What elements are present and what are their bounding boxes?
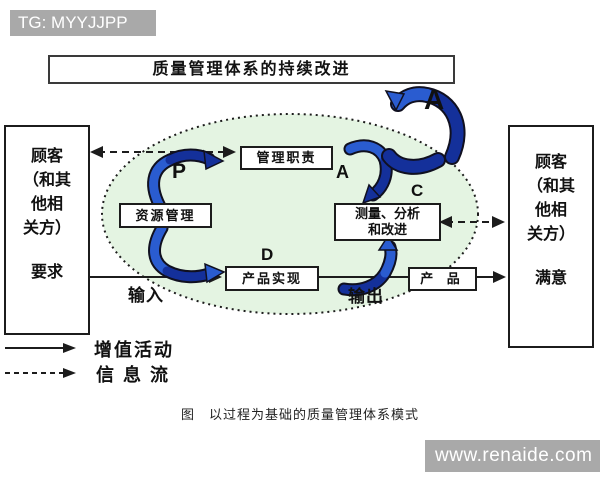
customer-right-line: 他相 [534, 202, 567, 219]
legend-solid-arrow [5, 343, 76, 353]
watermark: www.renaide.com [425, 440, 600, 472]
management-responsibility-box: 管理职责 [240, 146, 333, 170]
diagram-title: 质量管理体系的持续改进 [48, 55, 455, 84]
pdca-letter-a-outer: A [424, 84, 445, 115]
customer-right-line: 顾客 [534, 154, 567, 171]
arrowhead [384, 90, 406, 112]
arrow-realization-to-measurement [337, 234, 399, 297]
arrowhead [377, 234, 399, 251]
customer-left-line: 他相 [30, 196, 63, 213]
source-badge: TG: MYYJJPP [10, 10, 156, 36]
customer-requirements-box: 顾客 （和其 他相 关方） 要求 [4, 125, 90, 335]
arrow-resources-to-realization [148, 221, 226, 284]
pdca-letter-p: P [172, 160, 187, 183]
customer-left-line: （和其 [22, 172, 71, 189]
product-box: 产 品 [408, 267, 477, 291]
arrowhead [361, 183, 382, 205]
arrowhead-right [493, 271, 506, 283]
figure-caption: 图 以过程为基础的质量管理体系模式 [180, 407, 419, 422]
customer-satisfaction-box: 顾客 （和其 他相 关方） 满意 [508, 125, 594, 348]
legend-information-flow: 信 息 流 [96, 365, 171, 385]
pdca-letter-d: D [261, 245, 274, 264]
customer-right-line: 关方） [526, 226, 575, 243]
measurement-line1: 测量、分析 [354, 206, 420, 221]
measurement-line2: 和改进 [367, 222, 407, 237]
product-realization-box: 产品实现 [225, 266, 319, 291]
legend-value-activities: 增值活动 [94, 340, 174, 360]
input-label: 输入 [128, 286, 164, 305]
arrow-to-continual-improvement [381, 86, 466, 175]
customer-left-line: 顾客 [30, 148, 63, 165]
output-label: 输出 [348, 287, 384, 306]
customer-left-line: 关方） [22, 220, 71, 237]
resource-management-box: 资源管理 [119, 203, 212, 228]
legend-dashed-arrow [5, 368, 76, 378]
pdca-letter-c: C [411, 181, 424, 200]
info-line-right [439, 216, 505, 228]
customer-right-line: （和其 [526, 178, 575, 195]
arrowhead [203, 149, 225, 171]
customer-left-requirements: 要求 [30, 264, 63, 281]
customer-right-satisfaction: 满意 [534, 270, 567, 287]
measurement-analysis-improvement-box: 测量、分析 和改进 [334, 203, 441, 241]
pdca-letter-a-inner: A [336, 162, 349, 182]
arrowhead [204, 262, 226, 284]
